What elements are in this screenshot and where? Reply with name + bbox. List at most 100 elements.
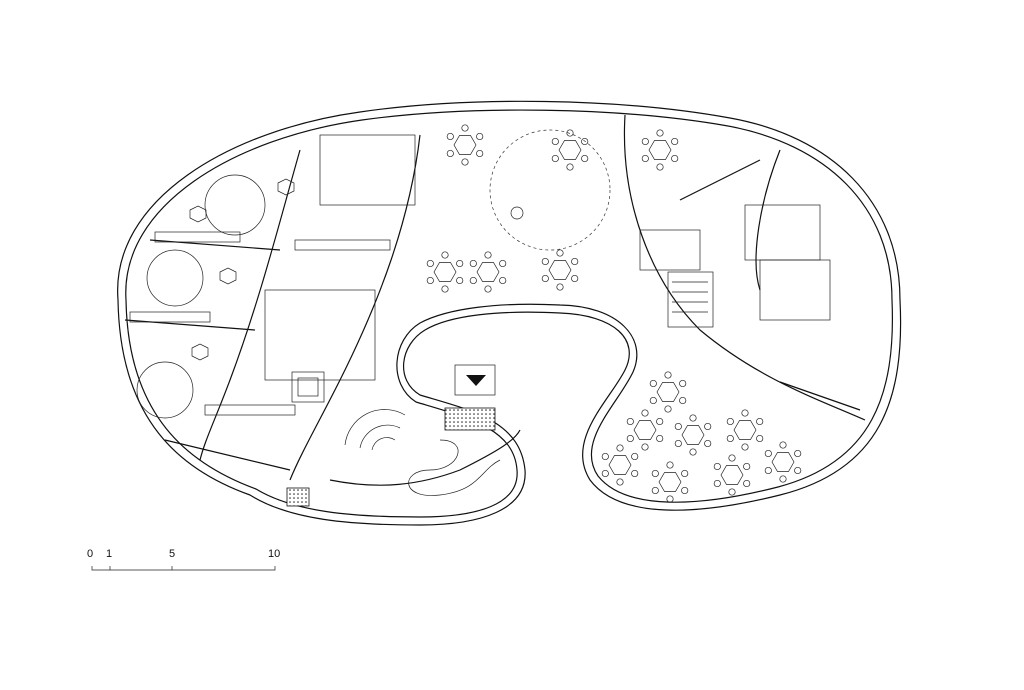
scale-bar (91, 566, 276, 571)
chair (764, 466, 772, 475)
chair (651, 469, 659, 478)
chair (581, 154, 589, 163)
table (433, 262, 457, 282)
chair (641, 409, 649, 417)
chair (743, 479, 751, 488)
table (720, 465, 744, 485)
chair (601, 452, 609, 461)
counter (679, 159, 761, 201)
chair (469, 259, 477, 268)
chair (616, 478, 624, 486)
building-outline (117, 100, 902, 526)
central-dashed-circle (489, 129, 611, 251)
right-wing-partition-2 (755, 149, 781, 291)
chair (671, 137, 679, 146)
play-rug (146, 249, 204, 307)
chair (689, 414, 697, 422)
cabinet-row (154, 231, 241, 243)
table (771, 452, 795, 472)
chair (713, 462, 721, 471)
chair (641, 137, 649, 146)
cabinet-row (294, 239, 391, 251)
chair (743, 462, 751, 471)
spiral-stair (344, 409, 406, 451)
table (453, 135, 477, 155)
play-rug (136, 361, 194, 419)
chair (581, 137, 589, 146)
chair (651, 486, 659, 495)
chair (616, 444, 624, 452)
chair (476, 132, 484, 141)
right-wing-partition (623, 114, 866, 421)
inner-corridor-wall (329, 429, 521, 486)
chair (666, 495, 674, 503)
chair (656, 434, 664, 443)
scale-label-1: 1 (106, 548, 113, 560)
chair (551, 137, 559, 146)
chair (426, 259, 434, 268)
chair (626, 434, 634, 443)
chair (656, 417, 664, 426)
table (558, 140, 582, 160)
building-outline-inner (125, 109, 894, 518)
wall-segment (149, 239, 281, 251)
table (548, 260, 572, 280)
left-wing-partition (199, 149, 301, 461)
table (648, 140, 672, 160)
chair (631, 469, 639, 478)
chair (674, 422, 682, 431)
chair (681, 486, 689, 495)
table-group (426, 124, 802, 503)
left-wing-partition-2 (289, 134, 421, 481)
table (633, 420, 657, 440)
chair (713, 479, 721, 488)
chair (476, 149, 484, 158)
play-rug (204, 174, 266, 236)
chair (426, 276, 434, 285)
hexagon-markers (189, 178, 295, 361)
table (658, 472, 682, 492)
cabinet-row (204, 404, 296, 416)
entrance-mat (444, 407, 496, 431)
chair (469, 276, 477, 285)
chair (441, 285, 449, 293)
chair (779, 475, 787, 483)
chair (556, 249, 564, 257)
chair (689, 448, 697, 456)
chair (674, 439, 682, 448)
entrance-arrow-icon (466, 375, 486, 386)
chair (456, 276, 464, 285)
chair (641, 154, 649, 163)
chair (649, 396, 657, 405)
right-room (759, 259, 831, 321)
chair (541, 257, 549, 266)
chair (728, 454, 736, 462)
table (476, 262, 500, 282)
chair (571, 257, 579, 266)
chair (631, 452, 639, 461)
chair (664, 371, 672, 379)
toilet-block (319, 134, 416, 206)
wall-segment (164, 439, 291, 471)
chair (626, 417, 634, 426)
chair (601, 469, 609, 478)
chair (656, 163, 664, 171)
chair (461, 124, 469, 132)
straight-stair (672, 281, 708, 313)
chair (566, 129, 574, 137)
chair (556, 283, 564, 291)
scale-label-0: 0 (87, 548, 94, 560)
chair (741, 409, 749, 417)
chair (446, 149, 454, 158)
cabinet-row (129, 311, 211, 323)
chair (551, 154, 559, 163)
table (608, 455, 632, 475)
chair (484, 285, 492, 293)
chair (541, 274, 549, 283)
chair (664, 405, 672, 413)
chair (679, 396, 687, 405)
elevator-box-inner (297, 377, 319, 397)
door-mat (286, 487, 310, 507)
chair (756, 434, 764, 443)
right-room (639, 229, 701, 271)
